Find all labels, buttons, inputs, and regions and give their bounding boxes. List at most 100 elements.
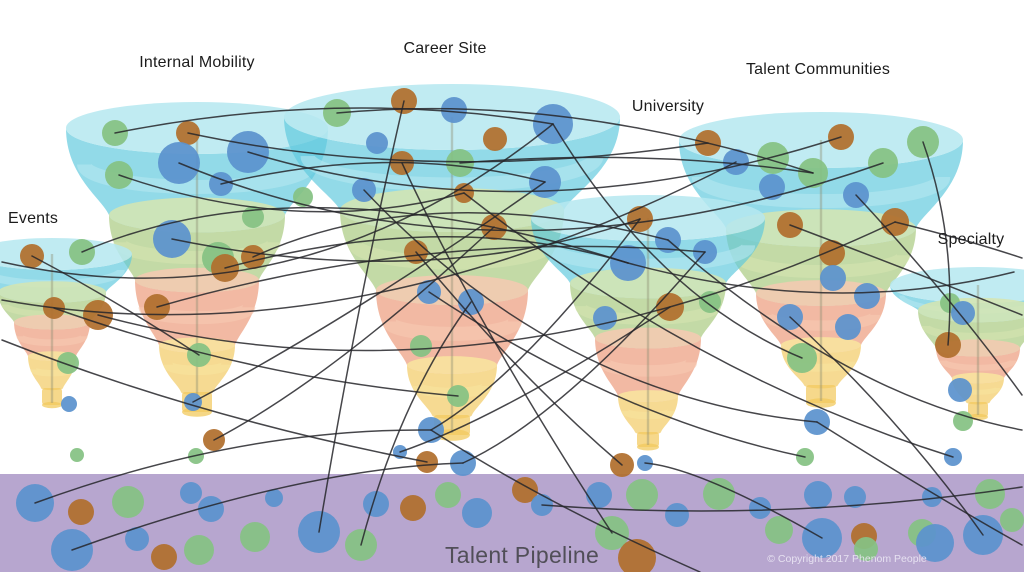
candidate-dot xyxy=(462,498,492,528)
candidate-dot xyxy=(241,245,265,269)
candidate-dot xyxy=(610,245,646,281)
candidate-dot xyxy=(112,486,144,518)
candidate-dot xyxy=(843,182,869,208)
candidate-dot xyxy=(586,482,612,508)
funnel-label-talent-communities: Talent Communities xyxy=(745,61,891,78)
candidate-dot xyxy=(483,127,507,151)
candidate-dot xyxy=(593,306,617,330)
candidate-dot xyxy=(804,481,832,509)
candidate-dot xyxy=(655,227,681,253)
candidate-dot xyxy=(184,393,202,411)
copyright-notice: © Copyright 2017 Phenom People xyxy=(767,553,927,565)
candidate-dot xyxy=(20,244,44,268)
candidate-dot xyxy=(819,240,845,266)
candidate-dot xyxy=(352,178,376,202)
candidate-dot xyxy=(531,494,553,516)
candidate-dot xyxy=(802,518,842,558)
candidate-dot xyxy=(416,451,438,473)
candidate-dot xyxy=(393,445,407,459)
candidate-dot xyxy=(765,516,793,544)
candidate-dot xyxy=(69,239,95,265)
candidate-dot xyxy=(151,544,177,570)
candidate-dot xyxy=(953,411,973,431)
candidate-dot xyxy=(68,499,94,525)
candidate-dot xyxy=(227,131,269,173)
candidate-dot xyxy=(458,289,484,315)
funnel-events xyxy=(0,238,132,409)
candidate-dot xyxy=(125,527,149,551)
candidate-dot xyxy=(240,522,270,552)
candidate-dot xyxy=(187,343,211,367)
candidate-dot xyxy=(211,254,239,282)
funnel-label-university: University xyxy=(631,98,705,115)
candidate-dot xyxy=(158,142,200,184)
candidate-dot xyxy=(693,240,717,264)
candidate-dot xyxy=(703,478,735,510)
candidate-dot xyxy=(759,174,785,200)
candidate-dot xyxy=(798,158,828,188)
candidate-dot xyxy=(695,130,721,156)
candidate-dot xyxy=(951,301,975,325)
candidate-dot xyxy=(454,183,474,203)
candidate-dot xyxy=(242,206,264,228)
candidate-dot xyxy=(83,300,113,330)
candidate-dot xyxy=(435,482,461,508)
candidate-dot xyxy=(144,294,170,320)
candidate-dot xyxy=(749,497,771,519)
candidate-dot xyxy=(844,486,866,508)
candidate-dot xyxy=(404,240,428,264)
candidate-dot xyxy=(450,450,476,476)
candidate-dot xyxy=(441,97,467,123)
candidate-dot xyxy=(481,214,507,240)
candidate-dot xyxy=(777,212,803,238)
candidate-dot xyxy=(881,208,909,236)
candidate-dot xyxy=(293,187,313,207)
candidate-dot xyxy=(184,535,214,565)
candidate-dot xyxy=(854,283,880,309)
candidate-dot xyxy=(418,417,444,443)
candidate-dot xyxy=(963,515,1003,555)
funnel-label-internal-mobility: Internal Mobility xyxy=(139,54,255,71)
funnel-label-career-site: Career Site xyxy=(403,40,487,57)
candidate-dot xyxy=(391,88,417,114)
candidate-dot xyxy=(323,99,351,127)
candidate-dot xyxy=(298,511,340,553)
candidate-dot xyxy=(61,396,77,412)
candidate-dot xyxy=(935,332,961,358)
candidate-dot xyxy=(637,455,653,471)
candidate-dot xyxy=(835,314,861,340)
candidate-dot xyxy=(417,280,441,304)
candidate-dot xyxy=(198,496,224,522)
candidate-dot xyxy=(804,409,830,435)
candidate-dot xyxy=(757,142,789,174)
candidate-dot xyxy=(188,448,204,464)
candidate-dot xyxy=(102,120,128,146)
candidate-dot xyxy=(529,166,561,198)
candidate-dot xyxy=(944,448,962,466)
candidate-dot xyxy=(446,149,474,177)
candidate-dot xyxy=(868,148,898,178)
candidate-dot xyxy=(16,484,54,522)
candidate-dot xyxy=(533,104,573,144)
candidate-dot xyxy=(723,149,749,175)
candidate-dot xyxy=(699,291,721,313)
candidate-dot xyxy=(57,352,79,374)
candidate-dot xyxy=(366,132,388,154)
candidate-dot xyxy=(975,479,1005,509)
candidate-dot xyxy=(400,495,426,521)
candidate-dot xyxy=(796,448,814,466)
candidate-dot xyxy=(363,491,389,517)
funnel-label-events: Events xyxy=(8,210,59,227)
candidate-dot xyxy=(70,448,84,462)
candidate-dot xyxy=(665,503,689,527)
candidate-dot xyxy=(922,487,942,507)
candidate-dot xyxy=(410,335,432,357)
candidate-dot xyxy=(209,172,233,196)
funnel-university xyxy=(531,195,765,451)
candidate-dot xyxy=(51,529,93,571)
candidate-dot xyxy=(105,161,133,189)
candidate-dot xyxy=(610,453,634,477)
candidate-dot xyxy=(777,304,803,330)
